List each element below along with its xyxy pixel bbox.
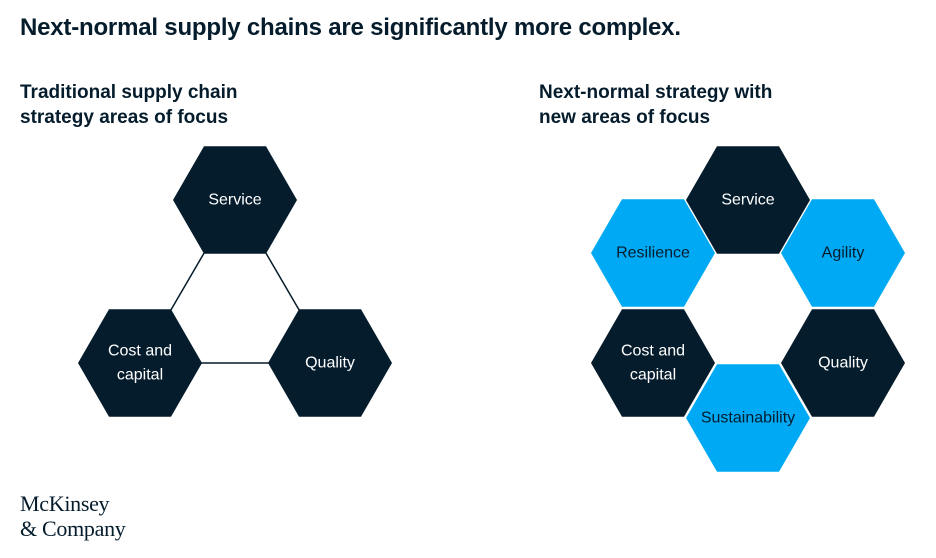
mckinsey-logo: McKinsey & Company	[20, 491, 126, 541]
next-normal-hexagon-sustainability: Sustainability	[686, 364, 810, 472]
traditional-hexagon-label-quality: Quality	[305, 355, 355, 372]
next-normal-hexagon-shape-service	[686, 146, 810, 254]
next-normal-heading: Next-normal strategy with new areas of f…	[539, 80, 839, 130]
page-title: Next-normal supply chains are significan…	[20, 14, 681, 41]
traditional-hexagon-shape-cost-and-capital	[78, 309, 202, 417]
next-normal-hexagon-service: Service	[686, 146, 810, 254]
traditional-hexagon-service: Service	[173, 146, 297, 254]
next-normal-hexagon-resilience: Resilience	[591, 199, 715, 307]
next-normal-hexagon-shape-quality	[781, 309, 905, 417]
traditional-hexagon-shape-quality	[268, 309, 392, 417]
next-normal-hexagon-shape-cost-and-capital	[591, 309, 715, 417]
next-normal-heading-line-2: new areas of focus	[539, 107, 711, 128]
traditional-hexagon-label-cost-and-capital-line-2: capital	[117, 367, 163, 384]
traditional-heading-line-2: strategy areas of focus	[20, 107, 229, 128]
traditional-hexagon-label-service: Service	[208, 192, 261, 209]
next-normal-hexagon-label-cost-and-capital-line-1: Cost and	[621, 343, 685, 360]
next-normal-hexagon-cost-and-capital: Cost and capital	[591, 309, 715, 417]
traditional-hexagon-cost-and-capital: Cost and capital	[78, 309, 202, 417]
next-normal-hexagon-label-quality: Quality	[818, 355, 868, 372]
traditional-heading: Traditional supply chain strategy areas …	[20, 80, 320, 130]
traditional-hexagon-label-cost-and-capital-line-1: Cost and	[108, 343, 172, 360]
next-normal-hexagon-label-sustainability: Sustainability	[701, 410, 795, 427]
next-normal-hexagon-shape-agility	[781, 199, 905, 307]
next-normal-hexagon-label-service: Service	[721, 192, 774, 209]
next-normal-hexagon-quality: Quality	[781, 309, 905, 417]
logo-line-2: & Company	[20, 516, 126, 541]
next-normal-hexagon-agility: Agility	[781, 199, 905, 307]
next-normal-hexagon-label-agility: Agility	[822, 245, 865, 262]
traditional-hexagon-shape-service	[173, 146, 297, 254]
logo-line-1: McKinsey	[20, 491, 110, 516]
next-normal-hexagon-shape-resilience	[591, 199, 715, 307]
next-normal-heading-line-1: Next-normal strategy with	[539, 82, 773, 103]
next-normal-hexagon-label-resilience: Resilience	[616, 245, 690, 262]
next-normal-hexagon-label-cost-and-capital-line-2: capital	[630, 367, 676, 384]
traditional-heading-line-1: Traditional supply chain	[20, 82, 238, 103]
next-normal-hexagon-shape-sustainability	[686, 364, 810, 472]
traditional-hexagon-quality: Quality	[268, 309, 392, 417]
